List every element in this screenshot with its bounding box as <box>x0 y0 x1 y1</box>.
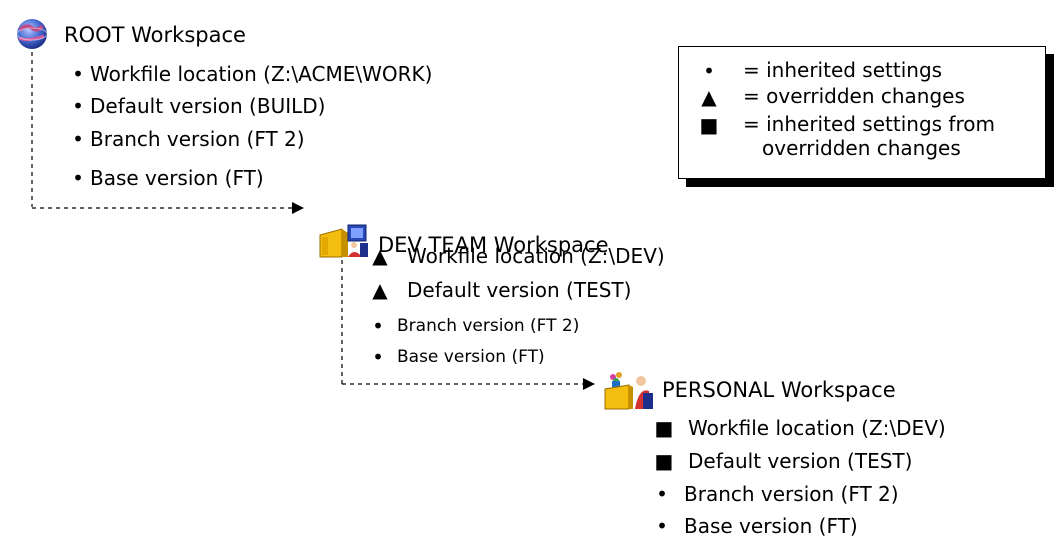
inherited-marker: • <box>72 166 84 190</box>
arrow-to-personal-icon <box>583 378 595 390</box>
dev-base-version: Base version (FT) <box>397 347 545 367</box>
list-item: • Base version (FT) <box>70 166 264 190</box>
dev-default-version: Default version (TEST) <box>407 278 632 302</box>
personal-base-version: Base version (FT) <box>684 514 858 538</box>
dev-team-workspace-title: DEV TEAM Workspace <box>378 233 609 257</box>
overridden-marker: ▲ <box>701 85 717 109</box>
inherited-marker: • <box>72 127 84 151</box>
inherited-from-overridden-marker: ■ <box>654 416 674 440</box>
root-default-version: Default version (BUILD) <box>90 94 326 118</box>
root-base-version: Base version (FT) <box>90 166 264 190</box>
legend-row-overridden: ▲ = overridden changes <box>699 85 965 109</box>
legend-box: • = inherited settings ▲ = overridden ch… <box>678 46 1046 179</box>
team-workstation-icon <box>318 223 370 259</box>
root-branch-version: Branch version (FT 2) <box>90 127 305 151</box>
dev-workfile-location: Workfile location (Z:\DEV) <box>407 244 665 268</box>
overridden-marker: ▲ <box>372 278 388 302</box>
inherited-marker: • <box>656 482 668 506</box>
inherited-marker: • <box>72 94 84 118</box>
personal-workfile-location: Workfile location (Z:\DEV) <box>688 416 946 440</box>
globe-icon <box>12 16 50 52</box>
root-workfile-location: Workfile location (Z:\ACME\WORK) <box>90 62 433 86</box>
list-item: • Branch version (FT 2) <box>370 314 579 338</box>
list-item: ▲ Workfile location (Z:\DEV) <box>370 244 664 268</box>
list-item: • Base version (FT) <box>654 514 858 538</box>
list-item: ■ Default version (TEST) <box>654 449 913 473</box>
list-item: ▲ Default version (TEST) <box>370 278 631 302</box>
personal-desk-icon <box>603 371 655 411</box>
arrow-to-dev-icon <box>292 202 304 214</box>
list-item: • Default version (BUILD) <box>70 94 325 118</box>
inherited-marker: • <box>372 345 384 369</box>
legend-continuation-label: overridden changes <box>762 136 961 160</box>
legend-inherited-label: = inherited settings <box>743 58 943 82</box>
list-item: • Workfile location (Z:\ACME\WORK) <box>70 62 432 86</box>
legend-inherited-from-overridden-label: = inherited settings from <box>743 112 995 136</box>
list-item: • Branch version (FT 2) <box>654 482 898 506</box>
inherited-marker: • <box>72 62 84 86</box>
personal-workspace-title: PERSONAL Workspace <box>662 378 896 402</box>
inherited-from-overridden-marker: ■ <box>654 449 674 473</box>
personal-default-version: Default version (TEST) <box>688 449 913 473</box>
list-item: • Branch version (FT 2) <box>70 127 304 151</box>
legend-row-inherited-from-overridden: ■ = inherited settings from <box>699 113 995 137</box>
legend-row-inherited: • = inherited settings <box>699 59 942 83</box>
overridden-marker: ▲ <box>372 244 388 268</box>
personal-branch-version: Branch version (FT 2) <box>684 482 899 506</box>
inherited-marker: • <box>703 59 715 83</box>
list-item: • Base version (FT) <box>370 345 545 369</box>
list-item: ■ Workfile location (Z:\DEV) <box>654 416 946 440</box>
inherited-marker: • <box>656 514 668 538</box>
legend-overridden-label: = overridden changes <box>743 84 965 108</box>
root-workspace-title: ROOT Workspace <box>64 23 246 47</box>
dev-branch-version: Branch version (FT 2) <box>397 316 580 336</box>
inherited-marker: • <box>372 314 384 338</box>
inherited-from-overridden-marker: ■ <box>699 113 719 137</box>
